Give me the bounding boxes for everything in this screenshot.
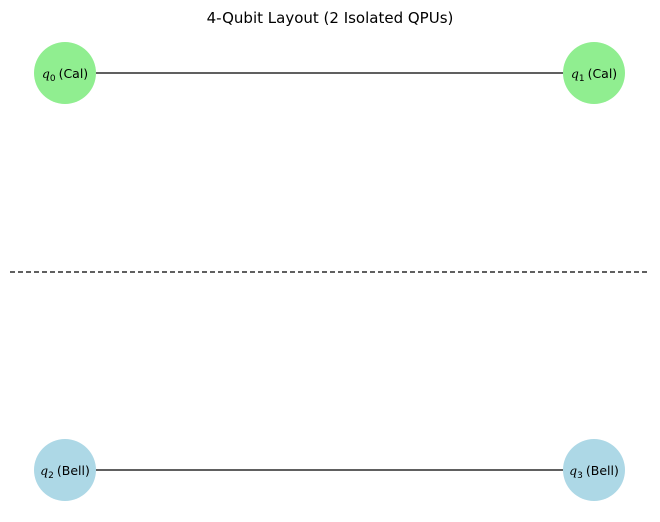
node-q0-label: q0(Cal) <box>42 66 88 84</box>
diagram-title: 4-Qubit Layout (2 Isolated QPUs) <box>207 9 454 27</box>
node-q1-symbol: q <box>571 66 579 81</box>
node-q0-role: (Cal) <box>59 66 89 81</box>
node-q0-index: 0 <box>50 74 56 84</box>
node-q2-label: q2(Bell) <box>40 463 90 481</box>
node-q3-circle <box>563 439 625 501</box>
node-q1-index: 1 <box>579 74 585 84</box>
node-q2-role: (Bell) <box>57 463 90 478</box>
node-q3-role: (Bell) <box>586 463 619 478</box>
node-q0-circle <box>34 42 96 104</box>
node-q2-circle <box>34 439 96 501</box>
node-q2-symbol: q <box>40 463 48 478</box>
node-q3-symbol: q <box>569 463 577 478</box>
node-q1-label: q1(Cal) <box>571 66 617 84</box>
node-q0: q0(Cal) <box>34 42 96 104</box>
node-q1-circle <box>563 42 625 104</box>
node-q1-role: (Cal) <box>588 66 618 81</box>
node-q3: q3(Bell) <box>563 439 625 501</box>
node-q2-index: 2 <box>48 471 54 481</box>
node-q2: q2(Bell) <box>34 439 96 501</box>
node-q3-label: q3(Bell) <box>569 463 619 481</box>
node-q0-symbol: q <box>42 66 50 81</box>
node-q1: q1(Cal) <box>563 42 625 104</box>
node-q3-index: 3 <box>577 471 583 481</box>
